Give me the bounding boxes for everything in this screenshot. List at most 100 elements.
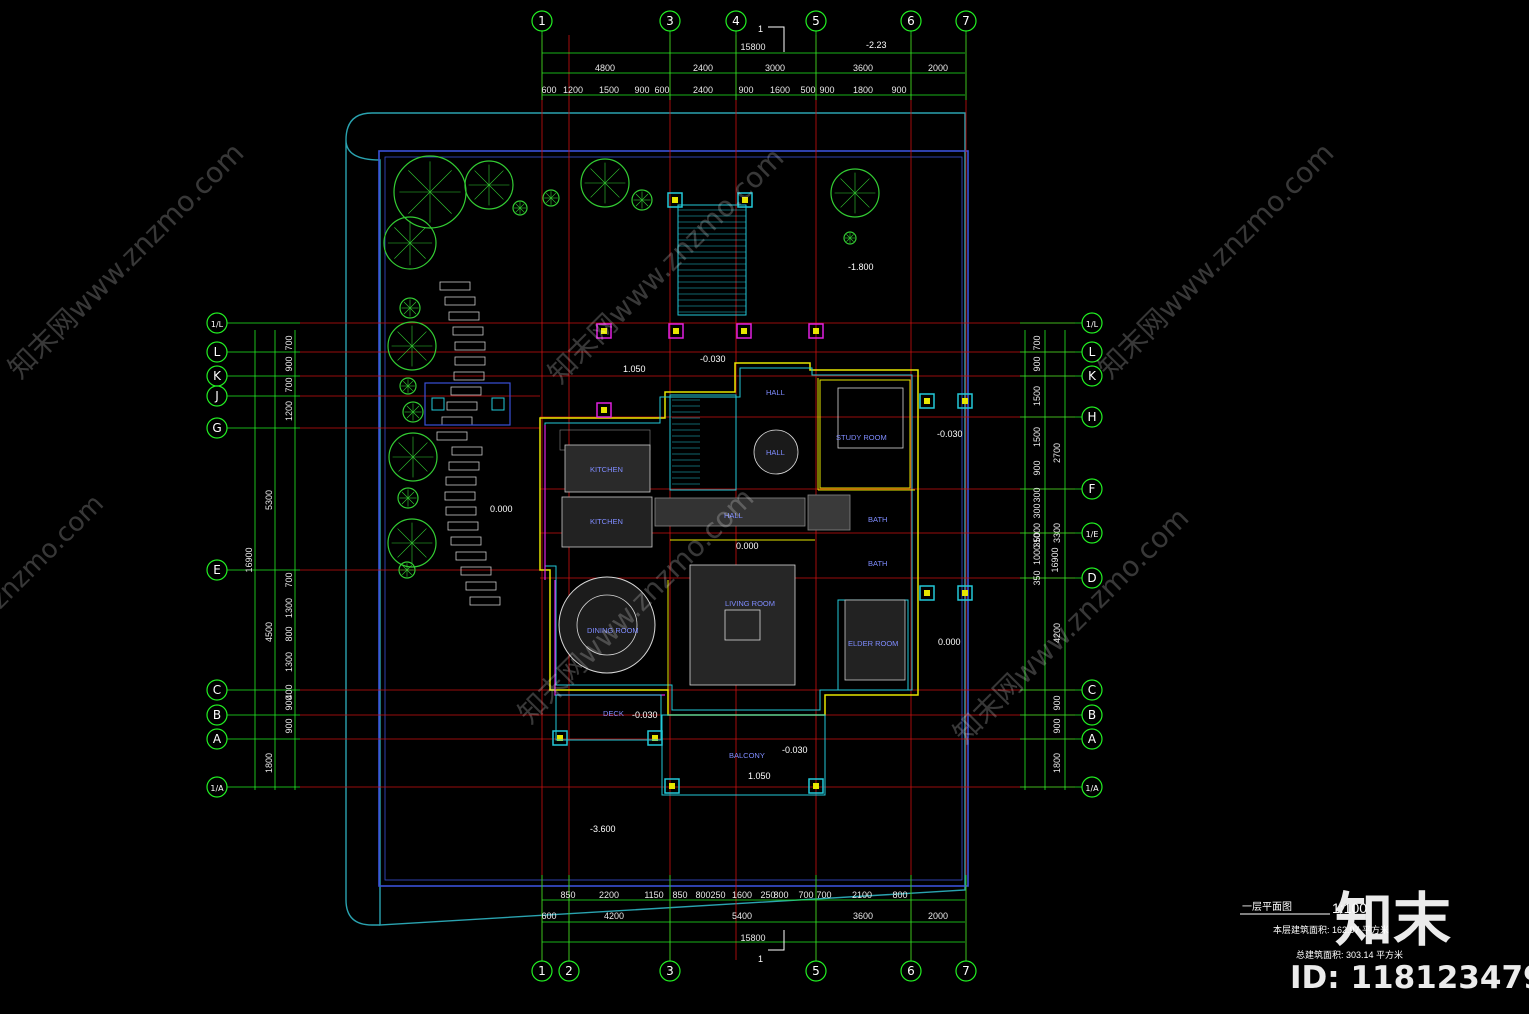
title-block: 一层平面图 1:100 本层建筑面积: 162.97 平方米 总建筑面积: 30…	[1240, 900, 1403, 960]
tree-icon	[397, 487, 419, 509]
watermark-right: 知末网www.znzmo.com	[1092, 136, 1341, 385]
dim-right-mid: 900	[1052, 718, 1062, 733]
dim-top-row2: 600	[541, 85, 556, 95]
stepping-stone	[448, 311, 480, 321]
room-study: STUDY ROOM	[836, 433, 887, 442]
dim-bottom-row1: 700	[798, 890, 813, 900]
room-hall-corridor: HALL	[724, 511, 743, 520]
grid-bubble-left-G: G	[206, 417, 228, 439]
section-mark-bottom: 1	[758, 954, 763, 964]
grid-bubble-bottom-7: 7	[955, 960, 977, 982]
dim-top-row2: 600	[654, 85, 669, 95]
tree-icon	[512, 200, 528, 216]
room-kitchen-1: KITCHEN	[590, 465, 623, 474]
floor-area: 本层建筑面积: 162.97 平方米	[1273, 924, 1389, 935]
grid-bubble-left-A: A	[206, 728, 228, 750]
column	[919, 393, 935, 409]
column-core	[924, 590, 930, 596]
grid-bubble-left-1-L: 1/L	[206, 312, 228, 334]
drawing-scale: 1:100	[1332, 900, 1367, 916]
dim-top-row1: 4800	[595, 63, 615, 73]
grid-bubble-left-K: K	[206, 365, 228, 387]
stepping-stone	[441, 416, 473, 426]
column-core	[962, 398, 968, 404]
grid-bubble-bottom-3: 3	[659, 960, 681, 982]
tree-icon	[464, 160, 514, 210]
tree-icon	[399, 297, 421, 319]
level-top-right: -2.23	[866, 40, 887, 50]
grid-bubble-right-1-E: 1/E	[1081, 522, 1103, 544]
dim-right-inner: 700	[1032, 335, 1042, 350]
dim-right-mid: 900	[1052, 695, 1062, 710]
section-mark-top: 1	[758, 24, 763, 34]
column	[664, 778, 680, 794]
svg-text:G: G	[212, 421, 221, 435]
dim-top-row2: 900	[634, 85, 649, 95]
dim-top-row2: 1800	[853, 85, 873, 95]
svg-text:1: 1	[538, 964, 546, 978]
dim-top-total: 15800	[740, 42, 765, 52]
svg-text:4: 4	[732, 14, 740, 28]
column	[668, 323, 684, 339]
grid-bubble-right-F: F	[1081, 478, 1103, 500]
level-garden: -1.800	[848, 262, 874, 272]
svg-text:1/A: 1/A	[210, 784, 224, 793]
garden-feature	[424, 382, 511, 426]
dim-bottom-row2: 3600	[853, 911, 873, 921]
column-core	[924, 398, 930, 404]
stepping-stone	[450, 536, 482, 546]
svg-text:E: E	[213, 563, 221, 577]
grid-bubble-left-E: E	[206, 559, 228, 581]
svg-text:C: C	[213, 683, 221, 697]
stepping-stone	[446, 401, 478, 411]
svg-text:L: L	[1089, 345, 1096, 359]
dim-right-inner: 300	[1032, 487, 1042, 502]
room-labels: HALL HALL STUDY ROOM KITCHEN KITCHEN HAL…	[587, 388, 898, 760]
dim-left-inner: 900	[284, 718, 294, 733]
grid-axis-lines	[300, 35, 1075, 960]
stepping-stone	[454, 356, 486, 366]
dim-top-row2: 1500	[599, 85, 619, 95]
stepping-stone	[469, 596, 501, 606]
svg-text:1: 1	[538, 14, 546, 28]
svg-text:6: 6	[907, 14, 915, 28]
dim-left-mid: 1800	[264, 753, 274, 773]
stepping-stone	[436, 431, 468, 441]
room-bath-2: BATH	[868, 559, 887, 568]
room-living: LIVING ROOM	[725, 599, 775, 608]
svg-text:D: D	[1087, 571, 1096, 585]
grid-bubble-right-C: C	[1081, 679, 1103, 701]
svg-text:3: 3	[666, 964, 674, 978]
grid-bubble-bottom-6: 6	[900, 960, 922, 982]
watermark-right-low: 知末网www.znzmo.com	[947, 501, 1196, 750]
grid-bubble-bottom-5: 5	[805, 960, 827, 982]
entrance-stairs	[669, 204, 747, 491]
garden-trees	[383, 155, 880, 579]
grid-bubble-right-1-A: 1/A	[1081, 776, 1103, 798]
dim-right-inner: 300	[1032, 503, 1042, 518]
grid-bubble-top-6: 6	[900, 10, 922, 32]
svg-text:B: B	[1088, 708, 1096, 722]
svg-text:1/A: 1/A	[1085, 784, 1099, 793]
stepping-stone	[439, 281, 471, 291]
dim-right-inner: 900	[1032, 356, 1042, 371]
svg-text:5: 5	[812, 964, 820, 978]
svg-text:5: 5	[812, 14, 820, 28]
room-hall-top: HALL	[766, 388, 785, 397]
dim-left-inner: 1300	[284, 652, 294, 672]
dim-bottom-row2: 600	[541, 911, 556, 921]
watermark-id: ID: 1181234795	[1290, 960, 1529, 996]
grid-bubble-right-B: B	[1081, 704, 1103, 726]
column-core	[813, 328, 819, 334]
dim-bottom-total: 15800	[740, 933, 765, 943]
dim-bottom-row2: 4200	[604, 911, 624, 921]
tree-icon	[830, 168, 880, 218]
dim-bottom-row2: 2000	[928, 911, 948, 921]
grid-bubble-left-1-A: 1/A	[206, 776, 228, 798]
level-kitchen: 0.000	[490, 504, 513, 514]
svg-text:K: K	[1088, 369, 1097, 383]
stepping-stone	[452, 326, 484, 336]
